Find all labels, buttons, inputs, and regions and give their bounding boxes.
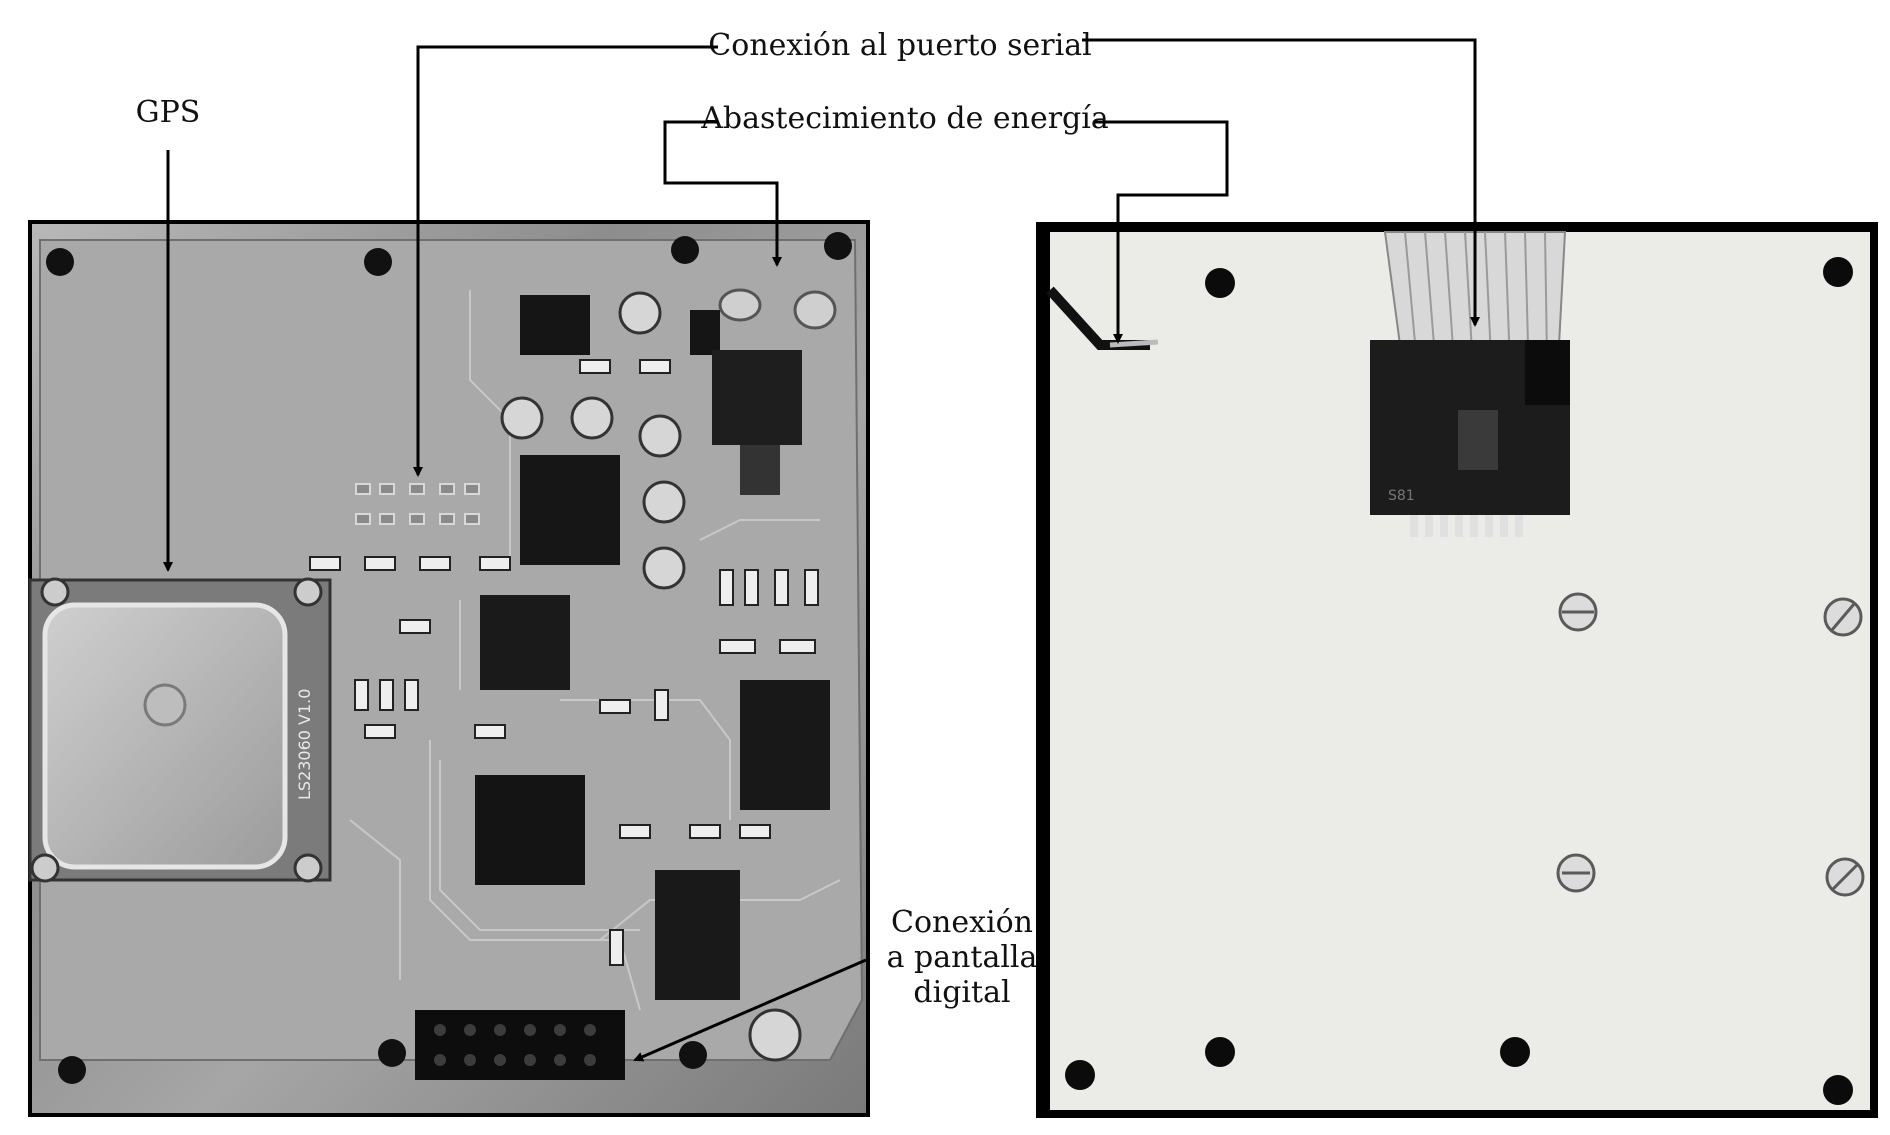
- label-power: Abastecimiento de energía: [700, 101, 1109, 136]
- display-connector-header: [415, 1010, 625, 1080]
- label-display-line2: a pantalla: [887, 940, 1038, 975]
- back-panel-photo: S81: [1036, 222, 1878, 1118]
- label-display-line1: Conexión: [891, 905, 1033, 940]
- gps-antenna-module: LS23060 V1.0: [28, 577, 332, 883]
- leader-power-left: [663, 120, 782, 267]
- connector-text: S81: [1388, 488, 1415, 504]
- gps-chip-text: LS23060 V1.0: [295, 689, 314, 800]
- label-display-line3: digital: [913, 975, 1010, 1010]
- leader-lines: [163, 38, 1480, 1062]
- leader-serial-right: [1082, 38, 1480, 327]
- label-gps: GPS: [136, 95, 201, 130]
- leader-serial-left: [413, 45, 718, 477]
- serial-pads: [355, 483, 480, 525]
- annotation-labels: GPS Conexión al puerto serial Abastecimi…: [136, 28, 1109, 1010]
- leader-display: [633, 958, 867, 1062]
- back-mounting-holes: [1065, 257, 1853, 1105]
- mounting-holes: [46, 232, 852, 1084]
- label-serial: Conexión al puerto serial: [708, 28, 1091, 63]
- serial-connector: S81: [1370, 340, 1570, 537]
- leader-power-right: [1095, 120, 1229, 344]
- pcb-components: [309, 288, 837, 1080]
- pcb-photo: LS23060 V1.0: [28, 220, 870, 1117]
